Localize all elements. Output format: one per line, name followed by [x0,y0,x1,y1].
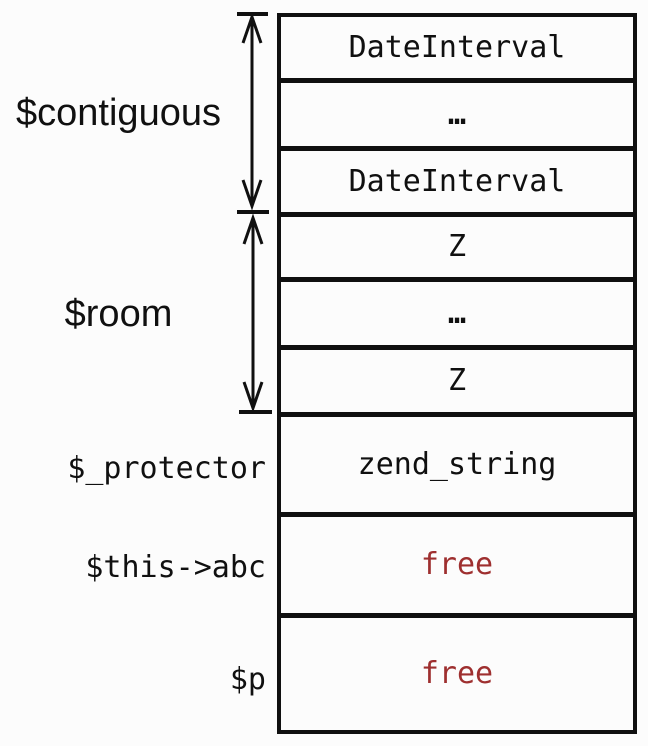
cell-label: Z [447,363,467,398]
memory-cell: Z [281,345,633,412]
cell-label: Z [447,229,467,264]
room-span-arrow [239,213,272,414]
cell-label: … [447,96,467,132]
memory-cell: DateInterval [281,17,633,78]
this-abc-row-label: $this->abc [85,550,266,585]
memory-cell: free [281,613,633,730]
memory-cell: … [281,277,633,345]
cell-label: … [447,295,467,331]
memory-cell: DateInterval [281,146,633,212]
cell-label: free [420,656,494,691]
room-span-label: $room [64,293,173,335]
memory-cell: Z [281,212,633,277]
cell-label: zend_string [357,446,557,482]
p-row-label: $p [229,662,266,697]
cell-label: DateInterval [348,163,566,199]
cell-label: DateInterval [348,29,566,65]
cell-label: free [420,547,494,582]
memory-cell: free [281,512,633,613]
contiguous-span-arrow [237,12,269,214]
protector-row-label: $_protector [67,451,266,486]
contiguous-span-label: $contiguous [16,92,221,134]
memory-cell: zend_string [281,412,633,512]
memory-cell: … [281,78,633,146]
memory-box: DateInterval … DateInterval Z … Z zend_s… [277,13,637,734]
